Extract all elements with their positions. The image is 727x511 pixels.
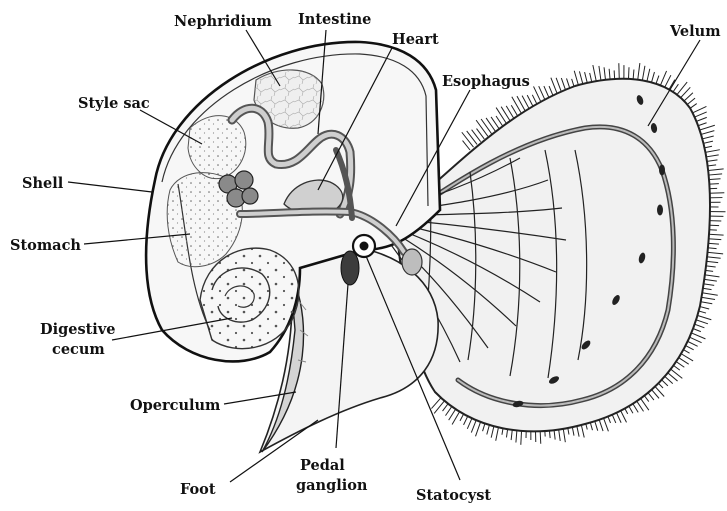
label-operculum: Operculum [130,397,221,414]
label-digestive-cecum-line2: cecum [52,341,105,358]
label-heart: Heart [392,31,439,48]
label-intestine: Intestine [298,11,371,28]
label-velum: Velum [669,23,721,40]
mouth-bulb [402,249,422,275]
pedal-ganglion-organ [341,251,359,285]
label-statocyst: Statocyst [416,487,491,504]
label-digestive-cecum-line1: Digestive [40,321,115,338]
leader-shell [68,182,152,192]
label-style-sac: Style sac [78,95,150,112]
label-foot: Foot [180,481,216,498]
label-pedal-ganglion-line2: ganglion [296,477,368,494]
label-stomach: Stomach [10,237,81,254]
label-shell: Shell [22,175,64,192]
label-pedal-ganglion-line1: Pedal [300,457,345,474]
label-nephridium: Nephridium [174,13,272,30]
label-esophagus: Esophagus [442,73,530,90]
